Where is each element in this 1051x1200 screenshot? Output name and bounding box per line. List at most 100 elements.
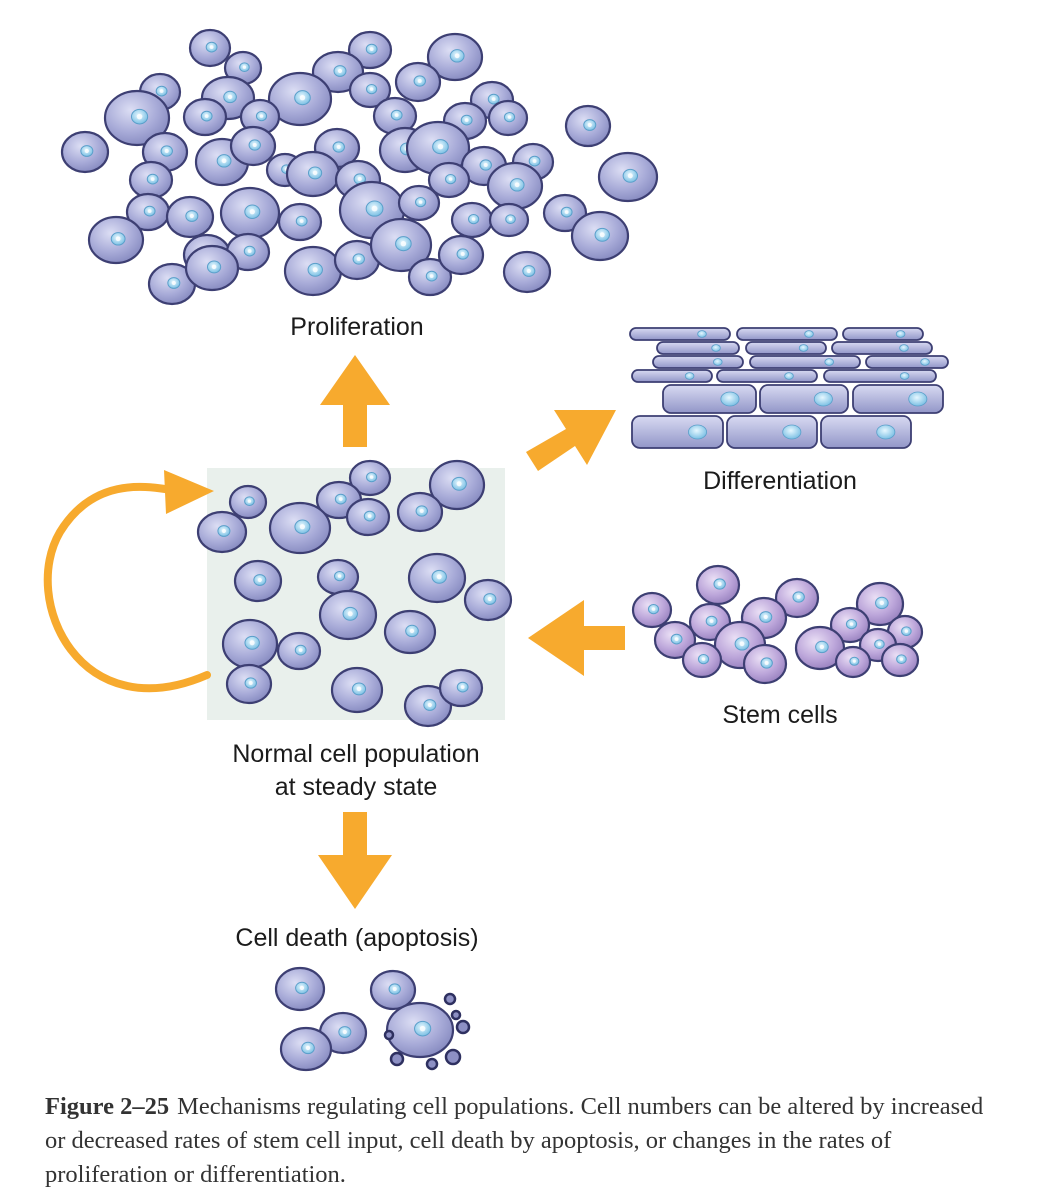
normal-cell	[196, 510, 248, 554]
proliferating-cell	[223, 50, 263, 86]
apoptotic-cell	[385, 1001, 455, 1059]
proliferating-cell	[487, 99, 529, 137]
proliferation-label: Proliferation	[290, 313, 423, 341]
normal-cell	[233, 559, 283, 603]
stem-cell	[742, 643, 788, 685]
stem-cell-input-arrow	[528, 600, 625, 676]
proliferating-cell	[283, 245, 343, 297]
apoptotic-body	[455, 1019, 471, 1035]
stem-cell-cluster	[631, 564, 924, 685]
apoptotic-body	[443, 992, 457, 1006]
normal-cell	[330, 666, 384, 714]
proliferation-arrow	[320, 355, 390, 447]
normal-cell	[345, 497, 391, 537]
normal-cell	[318, 589, 378, 641]
proliferating-cell	[542, 193, 588, 233]
normal-population-label-line1: Normal cell population	[232, 740, 479, 768]
proliferation-cell-cluster	[60, 28, 659, 306]
differentiated-cell	[726, 415, 818, 449]
dying-cell	[318, 1011, 368, 1055]
normal-cell	[438, 668, 484, 708]
proliferating-cell	[450, 201, 494, 239]
normal-cell	[276, 631, 322, 671]
apoptotic-body	[425, 1057, 439, 1071]
normal-cell	[396, 491, 444, 533]
stem-cell	[681, 641, 723, 679]
differentiated-cell	[820, 415, 912, 449]
differentiation-label: Differentiation	[703, 467, 857, 495]
apoptotic-body	[444, 1048, 462, 1066]
apoptotic-body	[383, 1029, 395, 1041]
proliferating-cell	[437, 234, 485, 276]
proliferating-cell	[486, 161, 544, 211]
dying-cell	[279, 1026, 333, 1072]
stem-cell	[880, 642, 920, 678]
proliferating-cell	[426, 32, 484, 82]
normal-cell	[403, 684, 453, 728]
normal-cell	[428, 459, 486, 511]
stem-cell	[774, 577, 820, 619]
flattened-cell	[631, 369, 713, 383]
apoptotic-cells	[274, 966, 471, 1072]
proliferating-cell	[407, 257, 453, 297]
stem-cell	[834, 645, 872, 679]
dying-cell	[369, 969, 417, 1011]
proliferating-cell	[87, 215, 145, 265]
proliferating-cell	[347, 30, 393, 70]
stem-cell	[695, 564, 741, 606]
proliferating-cell	[397, 184, 441, 222]
proliferating-cell	[184, 244, 240, 292]
dying-cell	[274, 966, 326, 1012]
proliferating-cell	[277, 202, 323, 242]
normal-cell	[348, 459, 392, 497]
proliferating-cell	[394, 61, 442, 103]
proliferating-cell	[570, 210, 630, 262]
proliferating-cell	[348, 71, 392, 109]
proliferating-cell	[502, 250, 552, 294]
normal-cell	[407, 552, 467, 604]
stem-cell	[829, 606, 871, 644]
proliferating-cell	[188, 28, 232, 68]
proliferating-cell	[405, 120, 471, 176]
normal-cell-cluster	[196, 459, 513, 728]
proliferating-cell	[369, 217, 433, 273]
figure-number: Figure 2–25	[45, 1093, 170, 1120]
proliferating-cell	[103, 89, 171, 147]
differentiated-cell	[759, 384, 849, 414]
stem-cell	[653, 620, 697, 660]
stem-cell	[855, 581, 905, 627]
differentiated-cell	[662, 384, 757, 414]
normal-cell	[221, 618, 279, 670]
normal-population-label-line2: at steady state	[275, 773, 438, 801]
apoptotic-body	[389, 1051, 405, 1067]
proliferating-cell	[219, 186, 281, 240]
proliferating-cell	[125, 192, 171, 232]
flattened-cell	[652, 355, 744, 369]
proliferating-cell	[60, 130, 110, 174]
flattened-cell	[629, 327, 731, 341]
differentiated-cell	[631, 415, 724, 449]
stem-cell	[631, 591, 673, 629]
normal-cell	[225, 663, 273, 705]
normal-cell	[228, 484, 268, 520]
normal-cell	[268, 501, 332, 555]
apoptotic-body	[450, 1009, 462, 1021]
stem-cell	[794, 625, 846, 671]
flattened-cell	[831, 341, 933, 355]
proliferating-cell	[229, 125, 277, 167]
stem-cells-label: Stem cells	[722, 701, 837, 729]
flattened-cell	[865, 355, 949, 369]
proliferating-cell	[597, 151, 659, 203]
normal-cell	[463, 578, 513, 622]
flattened-cell	[716, 369, 818, 383]
proliferating-cell	[128, 160, 174, 200]
flattened-cell	[749, 355, 861, 369]
flattened-cell	[656, 341, 740, 355]
proliferating-cell	[311, 50, 365, 94]
proliferating-cell	[488, 202, 530, 238]
proliferating-cell	[165, 195, 215, 239]
normal-cell	[383, 609, 437, 655]
flattened-cell	[745, 341, 827, 355]
caption-text: Mechanisms regulating cell populations. …	[45, 1093, 984, 1188]
